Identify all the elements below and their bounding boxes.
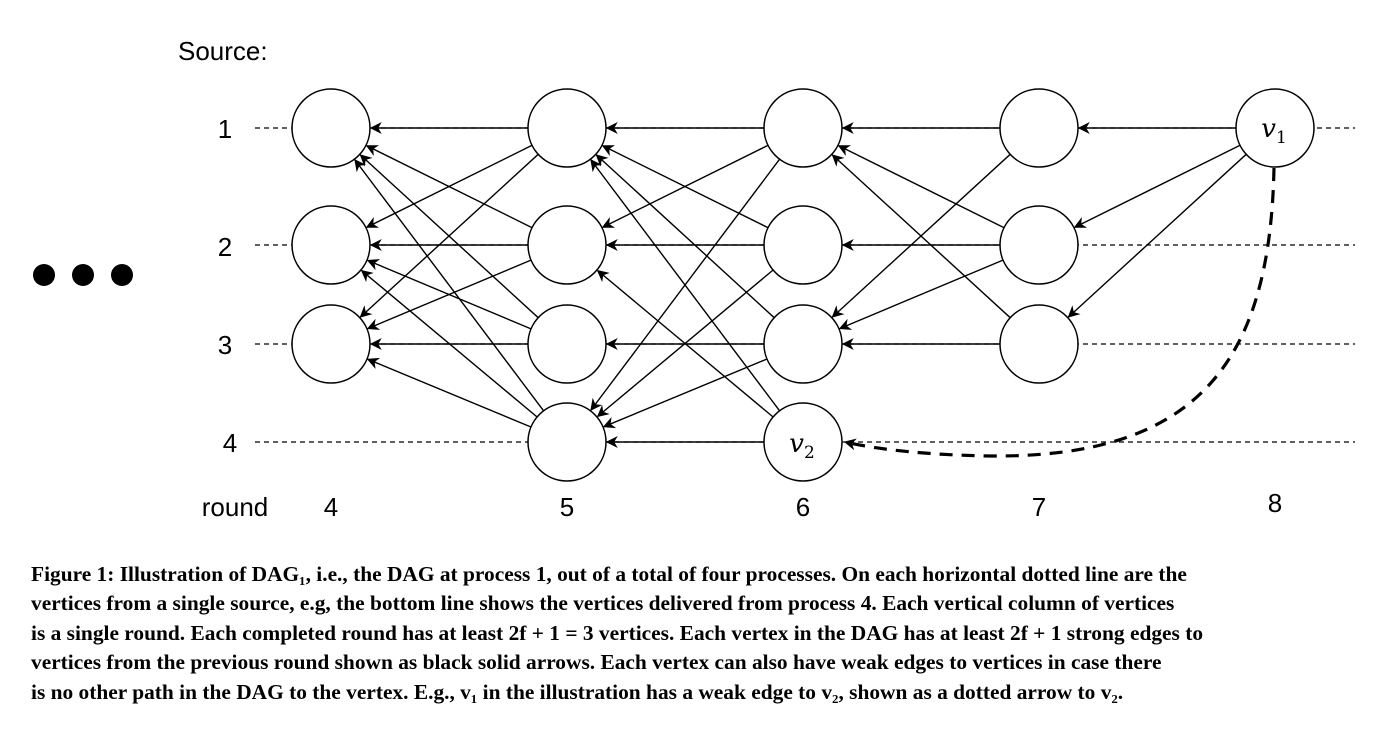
vertex-label-v1: v1 [1261, 114, 1287, 148]
weak-edge-v1-to-v2 [843, 167, 1276, 458]
source-header-label: Source: [178, 36, 268, 66]
vertex-label-v2-main: v [789, 429, 804, 459]
figure-caption: Figure 1: Illustration of DAG₁, i.e., th… [31, 560, 1381, 707]
vertex-round-4-source-3 [291, 304, 371, 384]
strong-edge-r8s1-to-r7s3 [1067, 153, 1247, 318]
vertex-round-6-source-1 [763, 88, 843, 168]
vertex-round-5-source-1 [527, 88, 607, 168]
strong-edge-r7s2-to-r6s3 [838, 259, 1004, 330]
source-label-3: 3 [218, 330, 232, 360]
strong-edge-r5s3-to-r4s1 [359, 154, 539, 319]
vertex-label-v1-main: v [1261, 114, 1276, 144]
strong-edge-r5s4-to-r4s1 [354, 159, 545, 412]
strong-edge-r6s4-to-r5s2 [596, 269, 774, 418]
round-label-4: 4 [324, 492, 338, 522]
vertex-round-5-source-2 [527, 205, 607, 285]
strong-edge-r5s3-to-r4s2 [366, 259, 532, 330]
strong-edge-r6s4-to-r5s1 [590, 159, 781, 412]
vertex-label-v2: v2 [789, 429, 815, 463]
dag-diagram: Source: 1 2 3 4 round 4 5 6 7 8 v1 v2 [33, 36, 1355, 522]
strong-edge-r8s1-to-r7s2 [1073, 144, 1241, 228]
vertex-round-7-source-1 [999, 88, 1079, 168]
vertex-round-4-source-2 [291, 205, 371, 285]
vertex-round-8-source-1 [1235, 88, 1315, 168]
source-lines [255, 127, 1355, 443]
caption-line-3: is a single round. Each completed round … [31, 620, 1204, 645]
strong-edge-r5s2-to-r4s1 [365, 145, 533, 229]
round-label-7: 7 [1032, 492, 1046, 522]
vertex-round-4-source-1 [291, 88, 371, 168]
vertex-round-7-source-3 [999, 304, 1079, 384]
strong-edge-r5s4-to-r4s3 [366, 357, 532, 428]
caption-line-2: vertices from a single source, e.g, the … [31, 591, 1175, 616]
vertex-label-v1-sub: 1 [1276, 128, 1287, 148]
strong-edge-r7s2-to-r6s1 [837, 145, 1005, 229]
round-label-8: 8 [1268, 488, 1282, 518]
vertex-round-5-source-3 [527, 304, 607, 384]
strong-edge-r5s4-to-r4s2 [360, 269, 538, 418]
vertex-round-7-source-2 [999, 205, 1079, 285]
strong-edges [354, 122, 1247, 448]
source-label-1: 1 [218, 114, 232, 144]
strong-edge-r6s3-to-r5s1 [595, 154, 775, 319]
caption-line-1: Figure 1: Illustration of DAG₁, i.e., th… [31, 562, 1187, 586]
strong-edge-r7s3-to-r6s1 [831, 154, 1011, 319]
source-label-4: 4 [223, 428, 237, 458]
ellipsis-dots [33, 264, 133, 286]
strong-edge-r6s3-to-r5s4 [602, 358, 768, 429]
vertex-round-6-source-2 [763, 205, 843, 285]
strong-edge-r6s2-to-r5s1 [601, 145, 769, 229]
caption-line-5: is no other path in the DAG to the verte… [31, 679, 1124, 704]
vertex-round-5-source-4 [527, 402, 607, 482]
source-label-2: 2 [218, 232, 232, 262]
vertex-round-6-source-4 [763, 402, 843, 482]
caption-line-4: vertices from the previous round shown a… [31, 650, 1162, 675]
round-label-5: 5 [560, 492, 574, 522]
round-label-6: 6 [796, 492, 810, 522]
vertex-label-v2-sub: 2 [804, 443, 815, 463]
vertices [291, 88, 1315, 482]
vertex-round-6-source-3 [763, 304, 843, 384]
round-header-label: round [202, 492, 269, 522]
